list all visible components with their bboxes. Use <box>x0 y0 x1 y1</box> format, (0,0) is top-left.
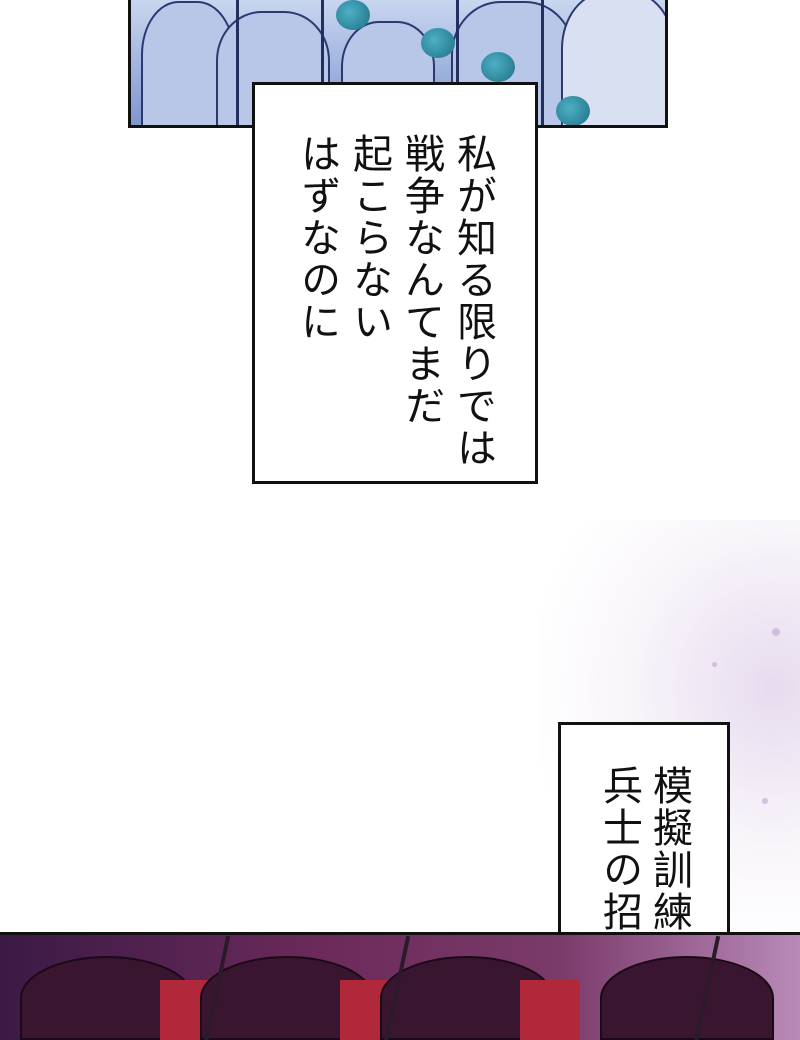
spear <box>541 0 544 125</box>
red-collar <box>520 980 580 1040</box>
helmet-plume <box>556 96 590 125</box>
narration-text-1: 私が知る限りでは 戦争なんてまだ 起こらない はずなのに <box>294 133 496 469</box>
spear <box>321 0 324 125</box>
helmet-plume <box>336 0 370 30</box>
sparkle-dot <box>762 798 768 804</box>
sparkle-dot <box>712 662 717 667</box>
helmet-plume <box>481 52 515 82</box>
spear <box>236 0 239 125</box>
soldier-figure <box>600 956 774 1040</box>
sparkle-dot <box>772 628 780 636</box>
narration-box-1: 私が知る限りでは 戦争なんてまだ 起こらない はずなのに <box>252 82 538 484</box>
bottom-comic-panel <box>0 932 800 1040</box>
helmet-plume <box>421 28 455 58</box>
spear <box>456 0 459 125</box>
